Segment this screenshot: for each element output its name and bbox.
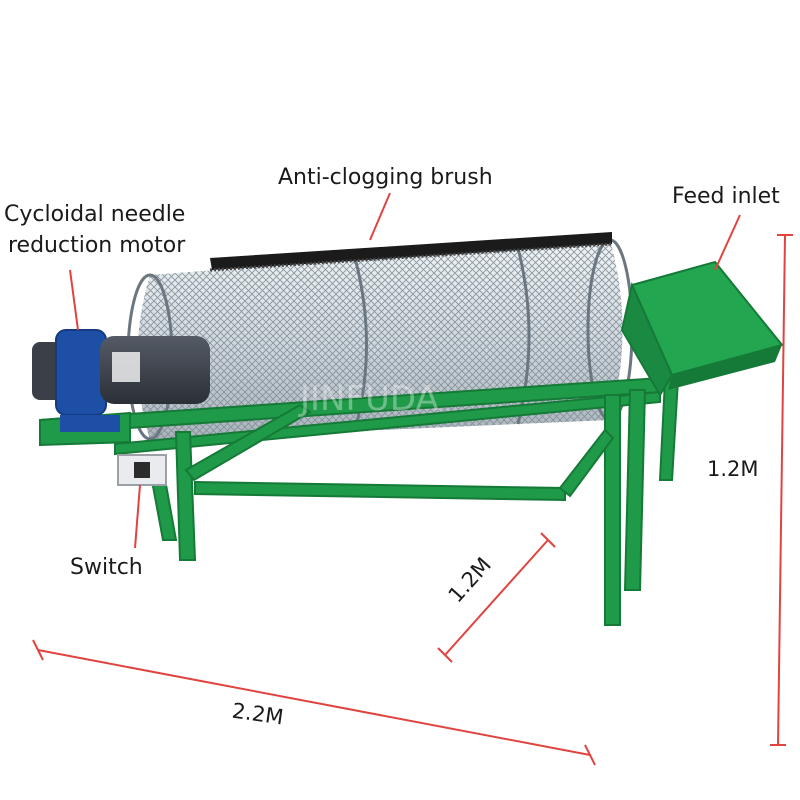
brush [209, 232, 613, 272]
frame [39, 376, 680, 626]
watermark: JINFUDA [298, 379, 439, 419]
leader-lines [69, 192, 741, 549]
switch-box [117, 454, 167, 486]
dimension-lines [32, 234, 793, 766]
motor-label-line1: Cycloidal needle [4, 202, 186, 227]
brush-label: Anti-clogging brush [278, 165, 493, 190]
motor-label-line2: reduction motor [8, 233, 186, 258]
reduction-motor [32, 329, 210, 432]
switch-label: Switch [70, 555, 143, 580]
feed-inlet-label: Feed inlet [672, 184, 780, 209]
height-dimension: 1.2M [707, 457, 759, 481]
feed-hopper [620, 260, 784, 397]
